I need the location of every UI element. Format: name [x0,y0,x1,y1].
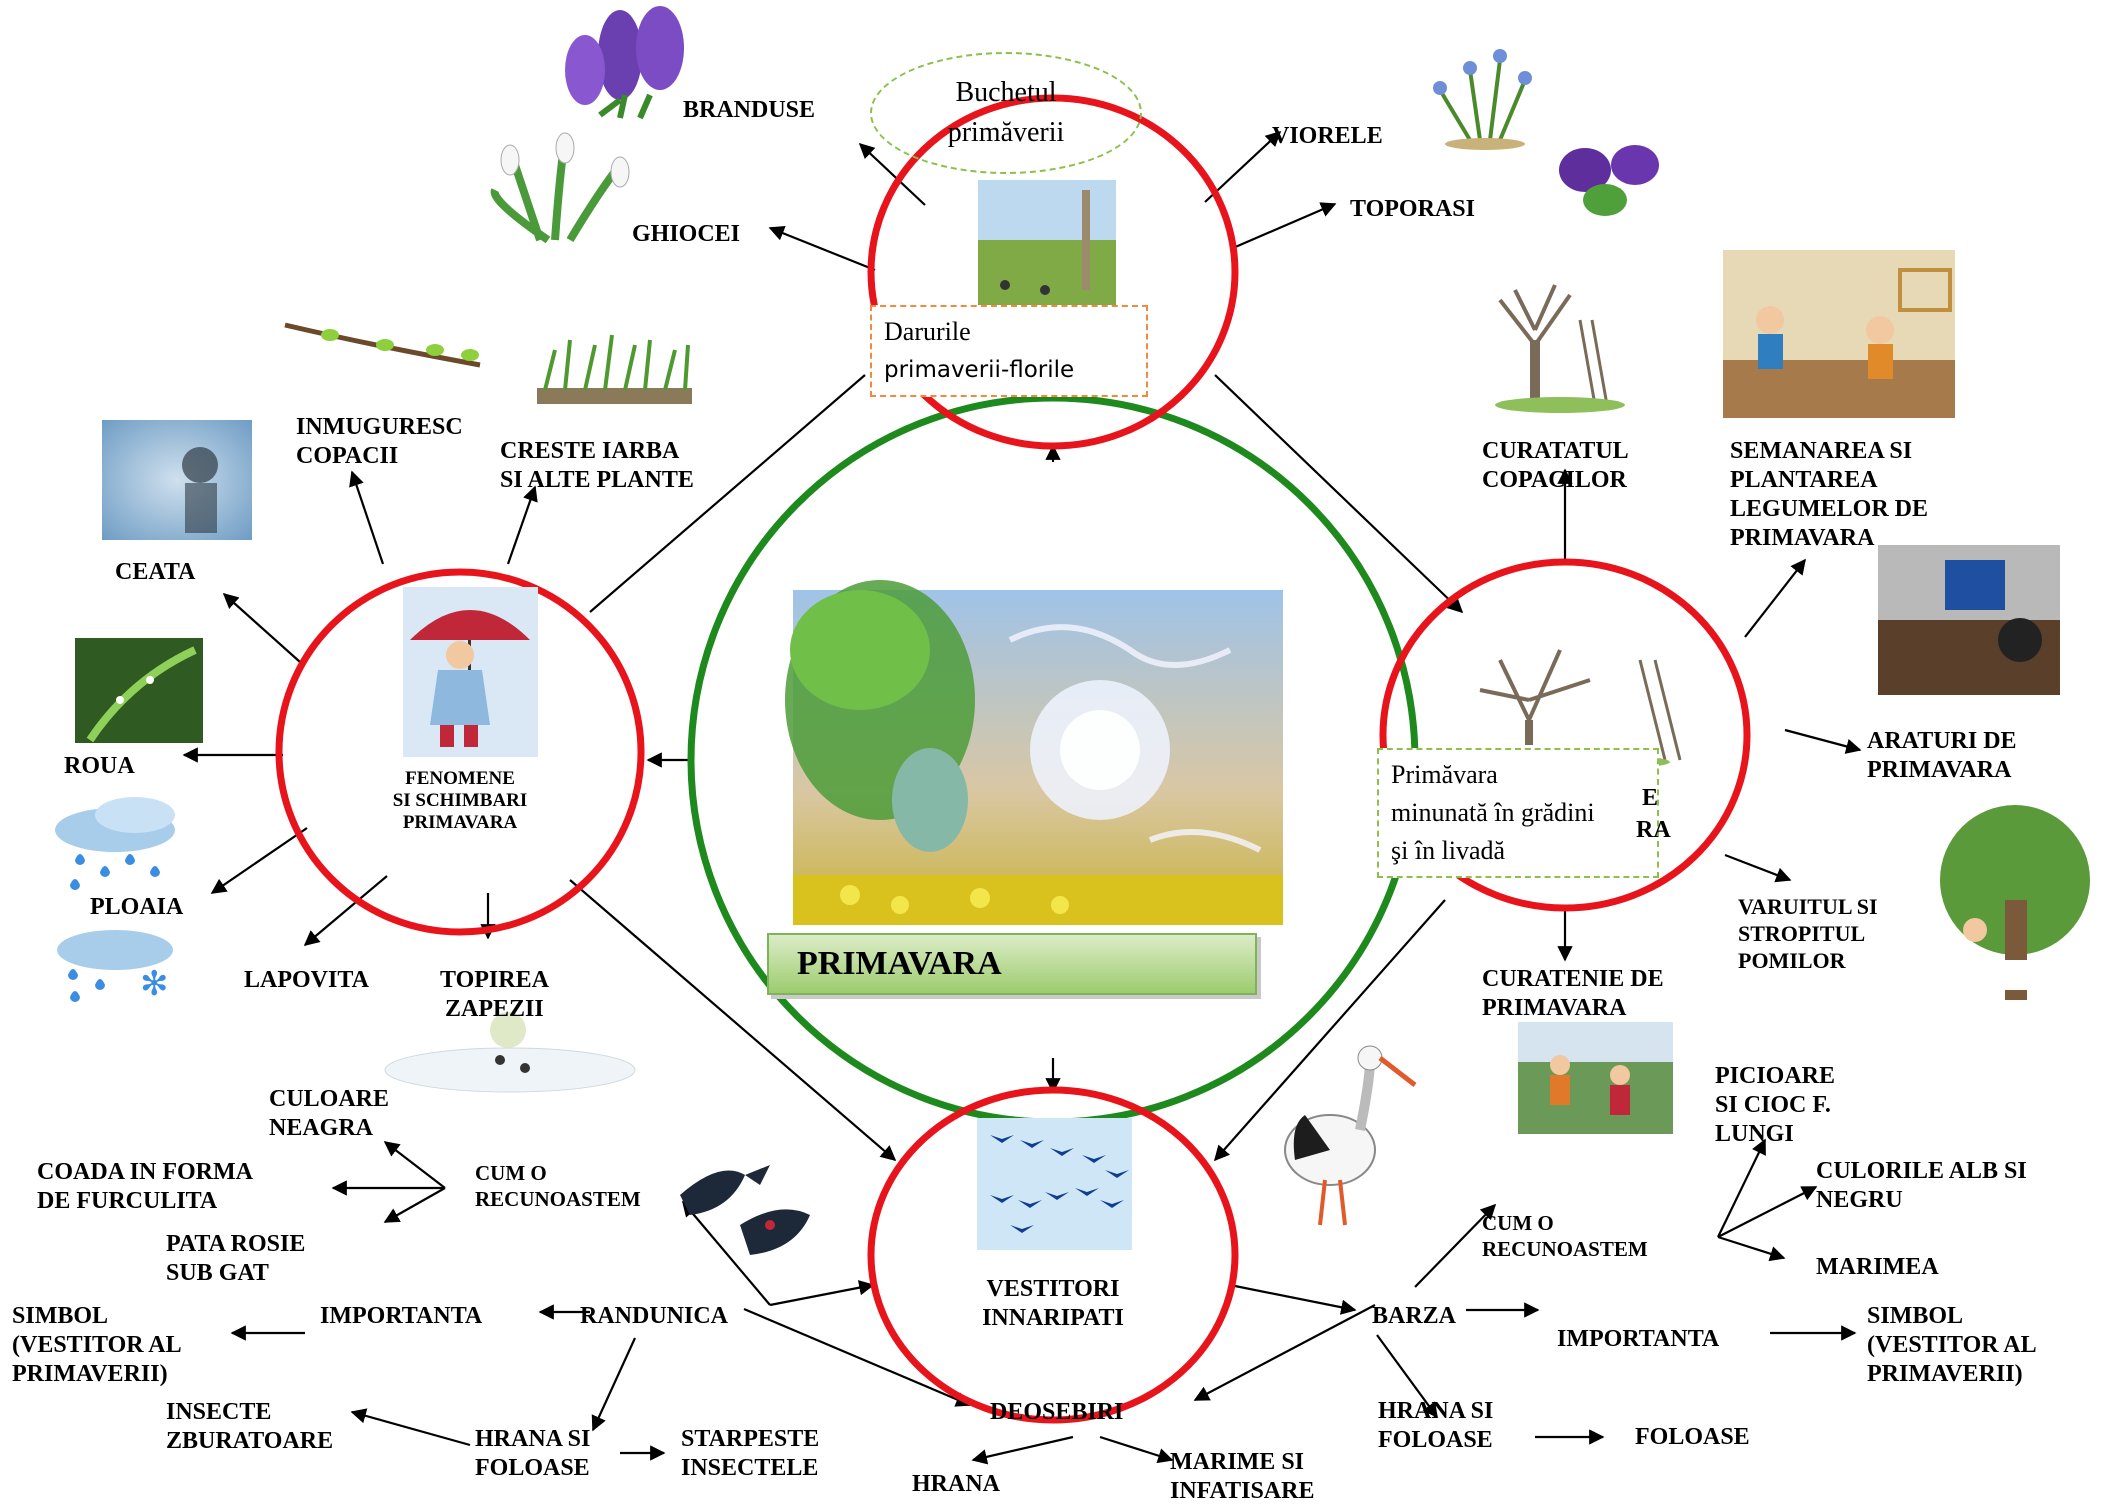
label-randunica-simbol: SIMBOL(VESTITOR AL PRIMAVERII) [12,1303,182,1387]
child-umbrella-picture [403,587,538,757]
pruning-tree-picture [1495,284,1625,413]
label-toporasi: TOPORASI [1350,196,1475,222]
gifts-note-line-1: Darurile [884,317,971,346]
label-viorele: VIORELE [1272,123,1383,149]
dew-picture [75,638,203,743]
garden-ring [1379,558,1751,912]
phenomena-title: FENOMENE SI SCHIMBARI PRIMAVARA [392,768,528,833]
label-ceata: CEATA [115,559,196,585]
violet-picture [1559,145,1659,216]
birds-ring [867,1086,1239,1424]
bouquet-title-line-2: primăverii [947,117,1065,148]
planting-picture [1723,250,1955,418]
swallow-picture [680,1165,810,1255]
spring-painting [785,580,1283,925]
label-deosebiri-hrana: HRANA [912,1471,1000,1497]
label-barza-simbol: SIMBOL(VESTITOR AL PRIMAVERII) [1867,1303,2037,1387]
flock-picture [977,1118,1132,1250]
bouquet-title-oval: Buchetul primăverii [870,52,1142,174]
rain-icon [55,797,175,890]
stork-picture [1284,1045,1417,1226]
plowing-picture [1878,545,2060,695]
grass-picture [537,334,692,404]
fog-picture [102,420,252,540]
label-randunica: RANDUNICA [580,1303,728,1329]
gifts-note-line-2: primaverii-florile [884,357,1075,383]
svg-text:✻: ✻ [140,964,169,1004]
label-branduse: BRANDUSE [683,97,816,123]
label-deosebiri: DEOSEBIRI [990,1399,1124,1425]
bouquet-title-line-1: Buchetul [955,77,1057,108]
label-ghiocei: GHIOCEI [632,221,741,247]
phenomena-ring [275,568,645,936]
label-ploaia: PLOAIA [90,894,184,920]
label-randunica-importanta: IMPORTANTA [320,1303,483,1329]
snowdrop-picture [490,132,630,244]
label-marimea: MARIMEA [1816,1254,1939,1280]
label-barza: BARZA [1372,1303,1457,1329]
crocus-picture [565,6,684,120]
spring-cleaning-picture [1518,1022,1673,1134]
whitewash-tree-picture [1940,805,2090,1000]
label-lapovita: LAPOVITA [244,967,369,993]
gifts-note: Darurile primaverii-florile [870,305,1148,397]
label-barza-foloase: FOLOASE [1635,1424,1750,1450]
center-title-banner: PRIMAVARA [767,933,1257,995]
label-barza-importanta: IMPORTANTA [1557,1326,1720,1352]
garden-note: Primăvara minunată în grădini şi în liva… [1377,748,1659,878]
center-title: PRIMAVARA [797,945,1002,982]
sleet-icon: ✻ [57,930,173,1004]
budding-branch-picture [284,322,481,368]
melting-snow-picture [384,1012,636,1093]
connector-arrows [182,130,1862,1465]
forget-me-not-picture [1433,49,1532,150]
label-roua: ROUA [64,753,135,779]
meadow-picture [978,180,1116,308]
